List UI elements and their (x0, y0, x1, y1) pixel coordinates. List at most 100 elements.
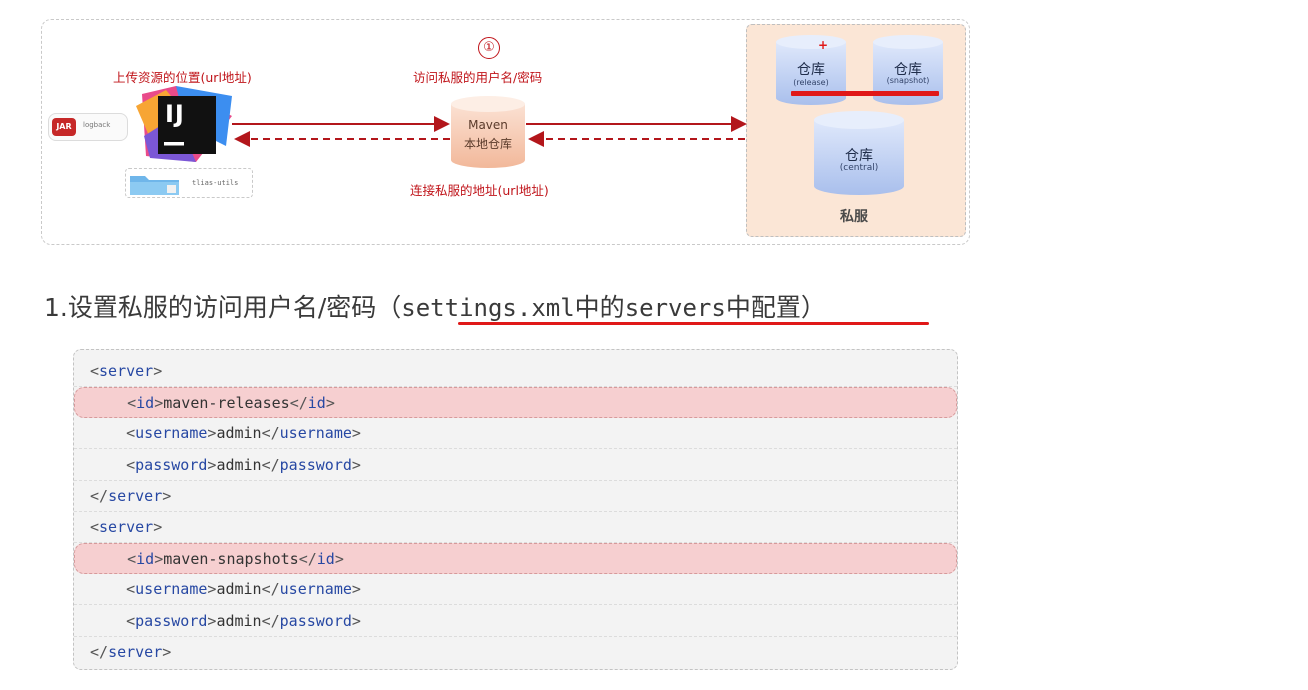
private-server-title: 私服 (840, 209, 868, 225)
maven-label: Maven (468, 118, 508, 132)
release-repo-cylinder (776, 35, 846, 105)
central-repo-name: 仓库 (845, 148, 873, 164)
code-line: <server> (74, 512, 957, 543)
code-open-tag: password (135, 611, 208, 630)
code-punct: > (207, 580, 217, 599)
code-close-tag: id (307, 394, 326, 413)
code-open-tag: server (99, 518, 154, 536)
heading-settings-file: settings.xml (401, 294, 575, 322)
code-punct: < (126, 611, 136, 630)
code-open-tag: server (99, 362, 154, 380)
code-close-tag: username (279, 580, 352, 599)
snapshot-repo-name: 仓库 (894, 62, 922, 78)
code-value: admin (216, 580, 262, 599)
jar-file-item: JAR logback (48, 113, 128, 141)
code-punct: < (127, 550, 137, 569)
code-value: admin (216, 455, 262, 474)
code-line: <username>admin</username> (74, 418, 957, 450)
code-punct: </ (261, 455, 280, 474)
code-punct: > (162, 486, 172, 505)
code-punct: < (127, 394, 137, 413)
central-repo-cylinder (814, 111, 904, 195)
code-indent (90, 612, 126, 630)
step-marker: ① (478, 37, 500, 59)
release-repo-name: 仓库 (797, 62, 825, 78)
access-credentials-label: 访问私服的用户名/密码 (413, 70, 543, 85)
code-value: maven-releases (163, 394, 290, 413)
code-indent (90, 580, 126, 598)
code-punct: > (154, 550, 164, 569)
code-line: <password>admin</password> (74, 450, 957, 481)
code-indent (91, 394, 127, 412)
heading-underline (458, 322, 929, 325)
code-open-tag: id (136, 394, 155, 413)
code-punct: </ (261, 424, 280, 443)
code-punct: > (351, 580, 361, 599)
code-punct: > (154, 394, 164, 413)
diagram-graphics (232, 35, 943, 195)
code-punct: </ (90, 642, 109, 661)
code-line: </server> (74, 637, 957, 668)
heading-mid: 中的 (574, 293, 625, 322)
jar-file-name: logback (83, 121, 111, 129)
snapshot-repo-cylinder (873, 35, 943, 105)
code-line: <username>admin</username> (74, 574, 957, 606)
folder-icon (130, 176, 179, 195)
code-punct: </ (298, 550, 317, 569)
section-heading: 1.设置私服的访问用户名/密码（settings.xml中的servers中配置… (44, 288, 826, 324)
code-indent (90, 424, 126, 442)
code-close-tag: id (316, 550, 335, 569)
code-indent (90, 456, 126, 474)
jar-file-icon: JAR (52, 118, 76, 136)
code-close-tag: server (108, 486, 163, 505)
heading-suffix: 中配置） (725, 293, 826, 322)
code-open-tag: username (135, 424, 208, 443)
code-punct: < (126, 580, 136, 599)
project-folder-name: tlias-utils (192, 179, 239, 187)
code-punct: < (126, 424, 136, 443)
code-punct: < (126, 455, 136, 474)
code-punct: > (351, 611, 361, 630)
code-punct: </ (261, 580, 280, 599)
code-punct: </ (289, 394, 308, 413)
code-punct: < (90, 518, 100, 536)
code-punct: </ (261, 611, 280, 630)
code-value: maven-snapshots (163, 550, 299, 569)
plus-mark: + (818, 38, 829, 52)
code-punct: > (351, 424, 361, 443)
code-line: <id>maven-releases</id> (74, 387, 957, 419)
code-open-tag: username (135, 580, 208, 599)
code-line: <server> (74, 356, 957, 387)
code-punct: > (325, 394, 335, 413)
code-punct: > (162, 642, 172, 661)
repo-highlight-bar (791, 91, 939, 96)
connect-address-label: 连接私服的地址(url地址) (410, 183, 549, 198)
heading-prefix: 1.设置私服的访问用户名/密码（ (44, 293, 402, 322)
code-punct: > (207, 424, 217, 443)
code-indent (91, 550, 127, 568)
central-repo-sub: (central) (839, 163, 879, 173)
code-punct: > (153, 518, 163, 536)
code-open-tag: id (136, 550, 155, 569)
intellij-logo: IJ (136, 86, 232, 166)
maven-local-repo-cylinder (451, 96, 525, 168)
code-value: admin (216, 611, 262, 630)
code-close-tag: username (279, 424, 352, 443)
code-close-tag: server (108, 642, 163, 661)
upload-location-label: 上传资源的位置(url地址) (113, 70, 252, 85)
architecture-diagram (41, 19, 970, 245)
code-punct: > (207, 455, 217, 474)
code-punct: </ (90, 486, 109, 505)
code-punct: > (351, 455, 361, 474)
code-open-tag: password (135, 455, 208, 474)
code-close-tag: password (279, 611, 352, 630)
code-punct: > (153, 362, 163, 380)
code-line: <password>admin</password> (74, 606, 957, 637)
intellij-logo-text: IJ (165, 100, 185, 128)
local-repo-label: 本地仓库 (463, 137, 512, 151)
project-folder-item: tlias-utils (125, 168, 253, 198)
code-close-tag: password (279, 455, 352, 474)
code-block: <server> <id>maven-releases</id> <userna… (73, 349, 958, 670)
snapshot-repo-sub: (snapshot) (886, 76, 930, 85)
release-repo-sub: (release) (793, 78, 829, 87)
